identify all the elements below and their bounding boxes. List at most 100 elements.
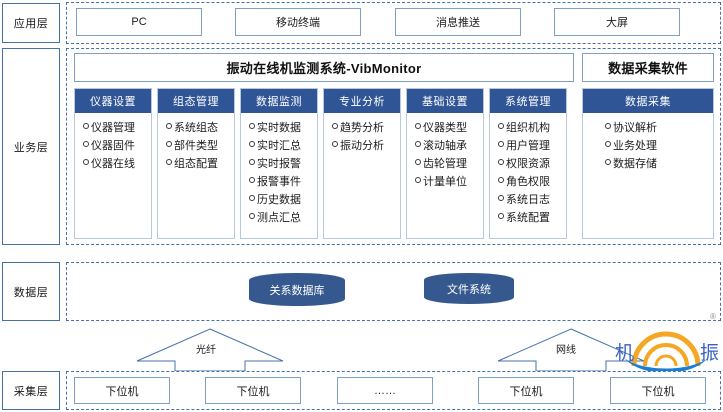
module-item[interactable]: 部件类型 [166, 137, 234, 155]
module-item-label: 实时汇总 [257, 140, 301, 152]
module-item[interactable]: 实时数据 [249, 119, 317, 137]
module-header-professional-analysis[interactable]: 专业分析 [324, 89, 400, 113]
connection-label-fiber: 光纤 [196, 341, 216, 356]
module-header-instrument-settings[interactable]: 仪器设置 [75, 89, 151, 113]
module-item[interactable]: 实时报警 [249, 155, 317, 173]
bullet-icon [166, 123, 172, 129]
module-item-label: 协议解析 [613, 122, 657, 134]
bullet-icon [249, 141, 255, 147]
connection-label-network-cable: 网线 [556, 341, 576, 356]
module-item-label: 系统组态 [174, 122, 218, 134]
acquisition-device-3[interactable]: 下位机 [478, 377, 574, 404]
module-item[interactable]: 数据存储 [605, 155, 713, 173]
acquisition-device-1[interactable]: 下位机 [74, 377, 170, 404]
module-item[interactable]: 系统组态 [166, 119, 234, 137]
module-item[interactable]: 角色权限 [498, 173, 566, 191]
layer-label-application-text: 应用层 [13, 18, 49, 30]
bullet-icon [498, 159, 504, 165]
module-item[interactable]: 报警事件 [249, 173, 317, 191]
data-store-file-system[interactable]: 文件系统 [424, 273, 514, 304]
module-item[interactable]: 仪器管理 [83, 119, 151, 137]
acquisition-device-4-label: 下位机 [641, 385, 675, 398]
module-column-professional-analysis: 专业分析 趋势分析 振动分析 [323, 88, 401, 239]
module-item-label: 部件类型 [174, 140, 218, 152]
module-header-basic-settings[interactable]: 基础设置 [407, 89, 483, 113]
watermark-char-vibration: 振 [700, 343, 720, 364]
watermark-registered-mark: ® [710, 312, 716, 321]
app-item-pc-label: PC [131, 16, 147, 28]
bullet-icon [249, 195, 255, 201]
module-header-configuration-management[interactable]: 组态管理 [158, 89, 234, 113]
module-item[interactable]: 权限资源 [498, 155, 566, 173]
module-item-label: 权限资源 [506, 158, 550, 170]
data-store-relational-database-label: 关系数据库 [269, 284, 325, 297]
app-item-message-push-label: 消息推送 [436, 17, 480, 29]
module-item-label: 历史数据 [257, 194, 301, 206]
module-column-system-management: 系统管理 组织机构 用户管理 权限资源 角色权限 系统日志 系统配置 [489, 88, 567, 239]
module-item[interactable]: 组织机构 [498, 119, 566, 137]
bullet-icon [83, 123, 89, 129]
data-store-relational-database[interactable]: 关系数据库 [249, 273, 345, 306]
module-item[interactable]: 协议解析 [605, 119, 713, 137]
app-item-pc[interactable]: PC [76, 8, 202, 36]
module-items-system-management: 组织机构 用户管理 权限资源 角色权限 系统日志 系统配置 [490, 113, 566, 238]
module-item-label: 滚动轴承 [423, 140, 467, 152]
module-item[interactable]: 实时汇总 [249, 137, 317, 155]
module-item-label: 系统配置 [506, 212, 550, 224]
module-items-data-monitoring: 实时数据 实时汇总 实时报警 报警事件 历史数据 测点汇总 [241, 113, 317, 238]
acquisition-device-ellipsis[interactable]: …… [337, 377, 433, 404]
app-item-large-screen[interactable]: 大屏 [554, 8, 680, 36]
module-item-label: 仪器在线 [91, 158, 135, 170]
module-header-system-management[interactable]: 系统管理 [490, 89, 566, 113]
module-item[interactable]: 趋势分析 [332, 119, 400, 137]
bullet-icon [166, 141, 172, 147]
bullet-icon [498, 213, 504, 219]
module-item[interactable]: 历史数据 [249, 191, 317, 209]
module-column-instrument-settings: 仪器设置 仪器管理 仪器固件 仪器在线 [74, 88, 152, 239]
module-item[interactable]: 仪器类型 [415, 119, 483, 137]
acquisition-software-banner: 数据采集软件 [582, 53, 714, 82]
module-item-label: 齿轮管理 [423, 158, 467, 170]
module-item[interactable]: 振动分析 [332, 137, 400, 155]
bullet-icon [249, 123, 255, 129]
module-item-label: 业务处理 [613, 140, 657, 152]
module-item-label: 组织机构 [506, 122, 550, 134]
module-item[interactable]: 齿轮管理 [415, 155, 483, 173]
app-item-mobile[interactable]: 移动终端 [235, 8, 361, 36]
bullet-icon [605, 159, 611, 165]
module-items-data-acquisition: 协议解析 业务处理 数据存储 [583, 113, 713, 238]
module-item[interactable]: 业务处理 [605, 137, 713, 155]
acquisition-device-4[interactable]: 下位机 [610, 377, 706, 404]
app-item-mobile-label: 移动终端 [276, 17, 320, 29]
module-item[interactable]: 组态配置 [166, 155, 234, 173]
bullet-icon [83, 141, 89, 147]
layer-label-acquisition: 采集层 [2, 371, 60, 410]
bullet-icon [605, 123, 611, 129]
acquisition-device-3-label: 下位机 [509, 385, 543, 398]
module-item-label: 实时数据 [257, 122, 301, 134]
module-item-label: 趋势分析 [340, 122, 384, 134]
module-item[interactable]: 系统日志 [498, 191, 566, 209]
module-item-label: 测点汇总 [257, 212, 301, 224]
module-item[interactable]: 仪器在线 [83, 155, 151, 173]
layer-label-data: 数据层 [2, 262, 60, 321]
module-header-data-monitoring[interactable]: 数据监测 [241, 89, 317, 113]
acquisition-device-2[interactable]: 下位机 [205, 377, 301, 404]
module-item[interactable]: 测点汇总 [249, 209, 317, 227]
acquisition-software-title: 数据采集软件 [608, 61, 688, 76]
acquisition-device-2-label: 下位机 [236, 385, 270, 398]
module-item[interactable]: 计量单位 [415, 173, 483, 191]
app-item-message-push[interactable]: 消息推送 [395, 8, 521, 36]
module-items-basic-settings: 仪器类型 滚动轴承 齿轮管理 计量单位 [407, 113, 483, 238]
layer-label-business-text: 业务层 [13, 141, 49, 154]
module-item[interactable]: 滚动轴承 [415, 137, 483, 155]
module-item[interactable]: 仪器固件 [83, 137, 151, 155]
system-title-text: 振动在线机监测系统-VibMonitor [226, 61, 422, 76]
module-items-configuration-management: 系统组态 部件类型 组态配置 [158, 113, 234, 238]
module-item-label: 数据存储 [613, 158, 657, 170]
module-item[interactable]: 用户管理 [498, 137, 566, 155]
module-item[interactable]: 系统配置 [498, 209, 566, 227]
module-item-label: 报警事件 [257, 176, 301, 188]
module-column-configuration-management: 组态管理 系统组态 部件类型 组态配置 [157, 88, 235, 239]
module-header-data-acquisition[interactable]: 数据采集 [583, 89, 713, 113]
